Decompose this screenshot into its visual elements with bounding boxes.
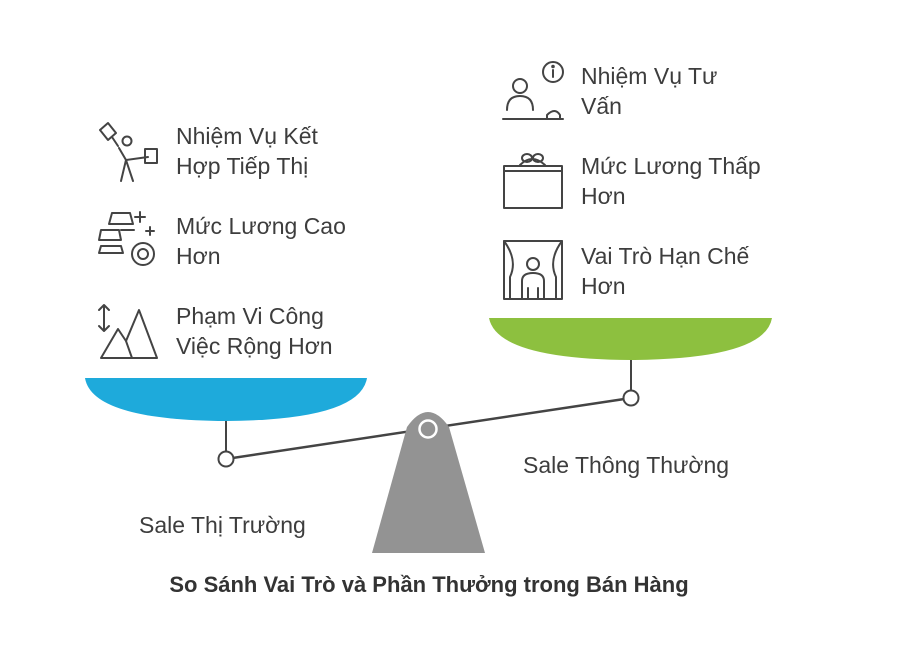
person-stage-curtain-icon xyxy=(503,240,563,300)
left-pan xyxy=(85,378,367,421)
left-item-1-line2: Hợp Tiếp Thị xyxy=(176,153,309,179)
right-item-2-line2: Hơn xyxy=(581,183,626,209)
left-item-1-line1: Nhiệm Vụ Kết xyxy=(176,123,318,149)
left-joint xyxy=(217,450,235,468)
right-item-1-line1: Nhiệm Vụ Tư xyxy=(581,63,718,89)
left-side-label: Sale Thị Trường xyxy=(139,512,306,538)
left-item-3-line2: Việc Rộng Hơn xyxy=(176,333,333,359)
left-item-2-line1: Mức Lương Cao xyxy=(176,213,346,239)
consultant-info-icon xyxy=(502,61,564,120)
fulcrum-pivot xyxy=(418,419,438,439)
left-item-3-line1: Phạm Vi Công xyxy=(176,303,324,329)
diagram-title: So Sánh Vai Trò và Phần Thưởng trong Bán… xyxy=(169,572,689,597)
scale-fulcrum xyxy=(372,412,485,553)
right-item-3: Vai Trò Hạn Chế Hơn xyxy=(581,241,749,301)
left-item-1: Nhiệm Vụ Kết Hợp Tiếp Thị xyxy=(176,121,318,181)
mountain-range-icon xyxy=(98,304,158,359)
left-item-2-line2: Hơn xyxy=(176,243,221,269)
money-box-icon xyxy=(503,153,563,209)
right-item-3-line1: Vai Trò Hạn Chế xyxy=(581,243,750,269)
left-item-3: Phạm Vi Công Việc Rộng Hơn xyxy=(176,301,333,361)
left-item-2: Mức Lương Cao Hơn xyxy=(176,211,346,271)
right-item-1: Nhiệm Vụ Tư Vấn xyxy=(581,61,717,121)
right-item-2-line1: Mức Lương Thấp xyxy=(581,153,761,179)
right-item-3-line2: Hơn xyxy=(581,273,626,299)
worker-with-flag-icon xyxy=(99,122,158,182)
gold-bars-coin-icon xyxy=(98,211,155,266)
right-side-label: Sale Thông Thường xyxy=(523,452,730,478)
right-item-2: Mức Lương Thấp Hơn xyxy=(581,151,761,211)
right-joint xyxy=(622,389,640,407)
right-item-1-line2: Vấn xyxy=(581,93,622,119)
right-pan xyxy=(489,318,772,360)
